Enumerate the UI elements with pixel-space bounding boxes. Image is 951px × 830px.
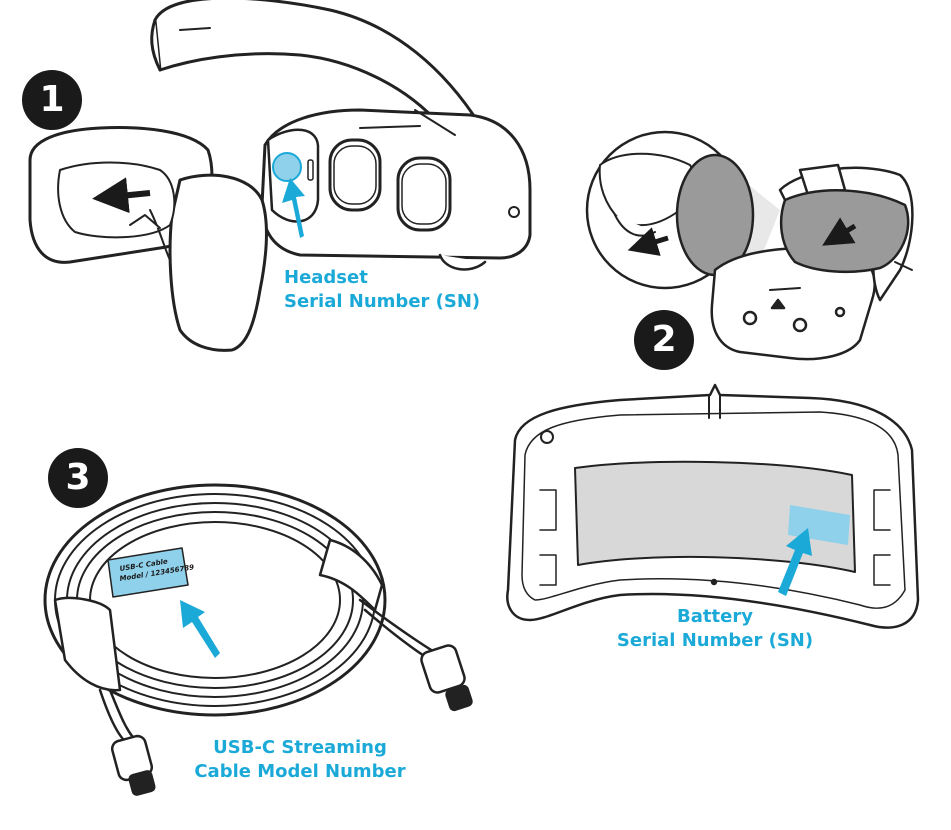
headset-sn-sticker: [272, 152, 302, 182]
cable-model-label-line1: USB-C Streaming: [213, 737, 387, 758]
arrow-icon: [180, 600, 220, 658]
headset-sn-label-line1: Headset: [284, 267, 368, 288]
battery-label-area: [574, 460, 856, 573]
cable-strap-right: [318, 538, 384, 612]
step-badge-1: 1: [22, 70, 82, 130]
step2-illustration: [585, 130, 914, 361]
arrow-icon: [282, 178, 305, 238]
battery-pack-illustration: [506, 383, 920, 629]
cable-model-label-line2: Cable Model Number: [194, 761, 406, 782]
arrow-icon: [627, 227, 669, 256]
step-badge-3: 3: [48, 448, 108, 508]
battery-sn-label-line1: Battery: [677, 606, 753, 627]
arrow-icon: [92, 177, 151, 214]
headset-body: [260, 108, 532, 260]
cable-model-tag: [107, 547, 189, 598]
headset-rear-body: [710, 246, 876, 361]
cable-strap-left: [53, 596, 122, 692]
usb-c-connector-2: [420, 644, 466, 694]
usb-c-cable: [43, 483, 387, 717]
step1-illustration: [28, 0, 532, 352]
step-badge-2: 2: [634, 310, 694, 370]
cable-model-label: USB-C Streaming Cable Model Number: [180, 736, 420, 784]
arrow-icon: [778, 528, 812, 596]
headset-sn-label: Headset Serial Number (SN): [284, 266, 484, 314]
battery-sn-label: Battery Serial Number (SN): [600, 605, 830, 653]
arrow-icon: [822, 217, 857, 246]
face-cushion-side: [168, 173, 268, 352]
step3-illustration: [43, 483, 473, 796]
battery-sn-label-line2: Serial Number (SN): [616, 630, 814, 651]
headset-sn-label-line2: Serial Number (SN): [284, 291, 481, 312]
